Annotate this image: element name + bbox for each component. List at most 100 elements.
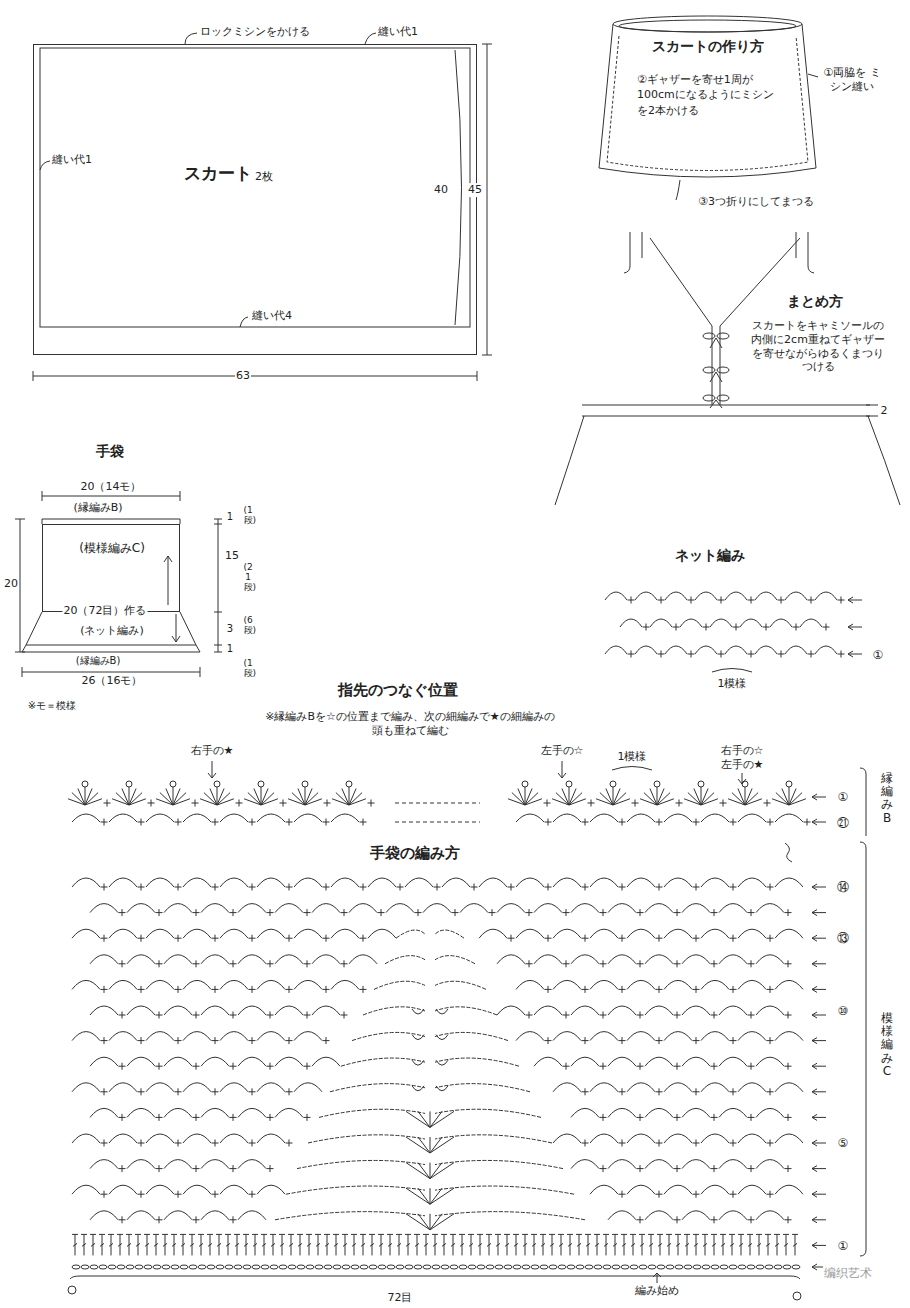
double-crochet	[639, 1234, 645, 1255]
single-crochet	[656, 1088, 663, 1095]
row-arrow	[812, 986, 826, 992]
single-crochet	[637, 909, 644, 916]
single-crochet	[658, 597, 665, 604]
double-crochet	[567, 1234, 573, 1255]
single-crochet	[249, 1088, 256, 1095]
chain-arch	[701, 1134, 729, 1143]
double-crochet	[279, 1234, 285, 1255]
chain-arch	[701, 814, 729, 822]
double-crochet	[207, 1234, 213, 1255]
single-crochet	[230, 909, 237, 916]
single-crochet	[711, 1114, 718, 1121]
chain-stitch	[738, 1265, 746, 1269]
single-crochet	[808, 597, 815, 604]
chain-arch	[785, 646, 807, 654]
chain-arch	[695, 592, 717, 600]
part-name: (縁編みB)	[72, 501, 123, 515]
chain-arch	[627, 980, 655, 989]
chain-stitch	[234, 1265, 242, 1269]
skirt-pattern	[455, 50, 462, 325]
chain-arch	[740, 619, 762, 627]
chain-arch	[571, 1057, 599, 1066]
single-crochet	[119, 1165, 126, 1172]
chain-arch	[183, 980, 211, 989]
double-crochet	[153, 1234, 159, 1255]
chain-arch	[72, 1185, 100, 1194]
single-crochet	[119, 1012, 126, 1019]
single-crochet	[138, 986, 145, 993]
chain-arch	[183, 1083, 211, 1092]
single-crochet	[526, 960, 533, 967]
glove-schematic	[214, 519, 222, 652]
chain-arch	[738, 1185, 766, 1194]
chain-arch	[109, 1032, 137, 1041]
small-loop	[412, 1035, 448, 1040]
single-crochet	[119, 1114, 126, 1121]
chain-arch	[605, 646, 627, 654]
chain-arch	[775, 1185, 803, 1194]
chain-arch	[90, 1057, 118, 1066]
chain-arch	[220, 1134, 248, 1143]
single-crochet	[656, 1191, 663, 1198]
row-arrow	[812, 1063, 826, 1069]
row-count: (1段)	[244, 505, 253, 527]
chain-stitch	[765, 1265, 773, 1269]
chain-arch	[553, 1083, 581, 1092]
double-crochet	[729, 1234, 735, 1255]
single-crochet	[711, 909, 718, 916]
single-crochet	[823, 624, 830, 631]
double-crochet	[549, 1234, 555, 1255]
single-crochet	[582, 935, 589, 942]
chain-stitch	[315, 1265, 323, 1269]
row-arrow	[812, 884, 826, 890]
single-crochet	[280, 800, 287, 807]
double-crochet	[261, 1234, 267, 1255]
position-mark: 左手の☆	[540, 744, 585, 758]
single-crochet	[656, 986, 663, 993]
single-crochet	[249, 1191, 256, 1198]
chain-stitch	[531, 1265, 539, 1269]
single-crochet	[563, 1012, 570, 1019]
chain-stitch	[576, 1265, 584, 1269]
single-crochet	[582, 1088, 589, 1095]
chain-arch	[257, 929, 285, 938]
chain-arch	[312, 904, 340, 913]
chain-arch	[590, 1134, 618, 1143]
single-crochet	[138, 1140, 145, 1147]
single-crochet	[785, 1063, 792, 1070]
chain-arch	[368, 929, 396, 938]
chart-bracket	[860, 842, 866, 1256]
double-crochet	[414, 1234, 420, 1255]
double-crochet	[738, 1234, 744, 1255]
row-arrow	[812, 910, 826, 916]
chain-arch	[608, 904, 636, 913]
double-crochet	[432, 1234, 438, 1255]
double-crochet	[558, 1234, 564, 1255]
chain-arch	[664, 1083, 692, 1092]
chain-arch	[553, 1032, 581, 1041]
single-crochet	[138, 819, 145, 826]
single-crochet	[175, 819, 182, 826]
single-crochet	[674, 1114, 681, 1121]
shell-stitch	[200, 787, 234, 805]
single-crochet	[693, 1140, 700, 1147]
single-crochet	[193, 909, 200, 916]
stitch-line	[607, 36, 808, 171]
shell-stitch	[640, 787, 674, 805]
single-crochet	[748, 651, 755, 658]
single-crochet	[838, 651, 845, 658]
chain-arch	[571, 1108, 599, 1117]
single-crochet	[267, 909, 274, 916]
single-crochet	[286, 1037, 293, 1044]
chain-arch	[815, 592, 837, 600]
chain-arch	[534, 1057, 562, 1066]
chain-arch	[164, 955, 192, 964]
chain-arch	[682, 1006, 710, 1015]
chain-arch	[442, 878, 470, 887]
single-crochet	[156, 960, 163, 967]
chain-arch	[257, 1185, 285, 1194]
single-crochet	[688, 651, 695, 658]
chain-arch	[516, 1032, 544, 1041]
double-crochet	[405, 1234, 411, 1255]
chain-arch	[183, 814, 211, 822]
